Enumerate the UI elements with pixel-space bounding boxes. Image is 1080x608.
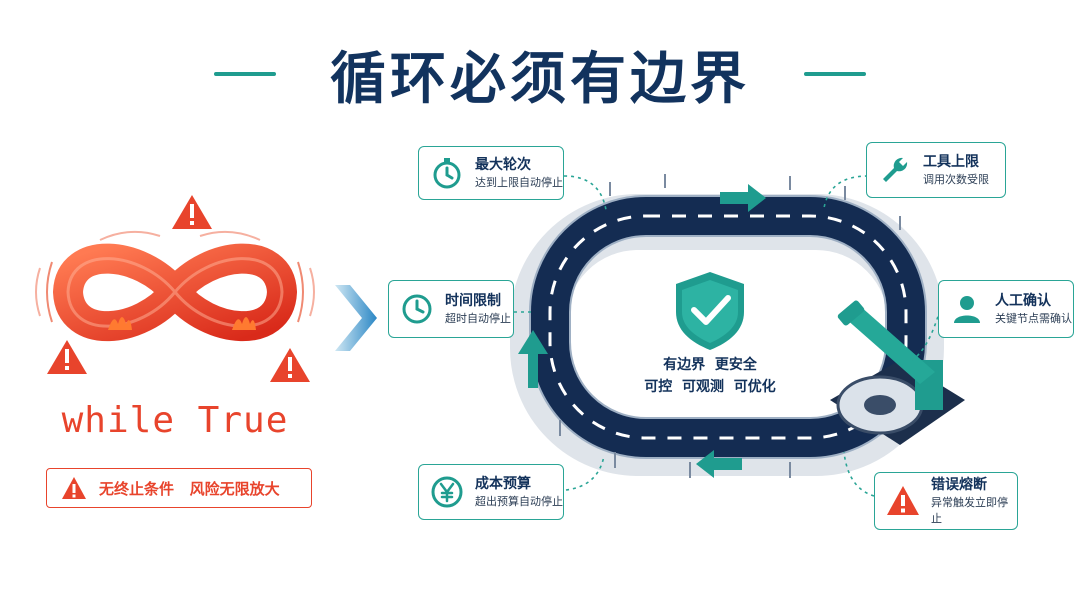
- warning-box: 无终止条件 风险无限放大: [46, 468, 312, 508]
- arrow-icon: [335, 285, 377, 351]
- arrow-icon: [696, 450, 742, 478]
- page-title: 循环必须有边界: [330, 47, 750, 112]
- warning-icon: [270, 348, 310, 382]
- title-line-right: [804, 72, 866, 76]
- infinity-icon: [35, 230, 315, 342]
- card-title: 成本预算: [475, 476, 531, 492]
- card-title: 错误熔断: [931, 477, 987, 493]
- warning-icon: [172, 195, 212, 229]
- card-title: 工具上限: [923, 154, 979, 170]
- stopwatch-icon: [433, 158, 461, 189]
- card-time-limit: 时间限制 超时自动停止: [388, 280, 514, 338]
- center-text-line1: 有边界 更安全: [663, 357, 757, 373]
- warning-triangle-icon: [62, 477, 86, 499]
- card-title: 时间限制: [445, 293, 501, 309]
- wrench-icon: [883, 157, 908, 182]
- code-label: while True: [61, 400, 289, 441]
- card-tool-limit: 工具上限 调用次数受限: [866, 142, 1006, 198]
- card-subtitle: 异常触发立即停止: [931, 496, 1008, 525]
- card-title: 最大轮次: [475, 157, 531, 173]
- card-title: 人工确认: [995, 293, 1051, 309]
- warning-icon: [47, 340, 87, 374]
- card-subtitle: 达到上限自动停止: [475, 176, 563, 189]
- yen-coin-icon: [431, 476, 463, 508]
- card-circuit-breaker: 错误熔断 异常触发立即停止: [874, 472, 1018, 530]
- clock-icon: [402, 294, 432, 324]
- arrow-icon: [720, 184, 766, 212]
- title-line-left: [214, 72, 276, 76]
- warning-triangle-icon: [887, 486, 919, 515]
- card-subtitle: 超时自动停止: [445, 312, 511, 325]
- card-cost-budget: 成本预算 超出预算自动停止: [418, 464, 564, 520]
- card-subtitle: 关键节点需确认: [995, 312, 1072, 325]
- card-max-rounds: 最大轮次 达到上限自动停止: [418, 146, 564, 200]
- card-subtitle: 超出预算自动停止: [475, 495, 563, 508]
- person-icon: [954, 296, 980, 323]
- card-human-confirm: 人工确认 关键节点需确认: [938, 280, 1074, 338]
- center-text-line2: 可控 可观测 可优化: [644, 379, 776, 395]
- shield-check-icon: [676, 272, 744, 350]
- card-subtitle: 调用次数受限: [923, 173, 989, 186]
- loop-track: [510, 174, 944, 478]
- warning-text: 无终止条件 风险无限放大: [99, 479, 280, 498]
- barrier-arm-icon: [830, 300, 965, 445]
- arrow-icon: [518, 330, 548, 388]
